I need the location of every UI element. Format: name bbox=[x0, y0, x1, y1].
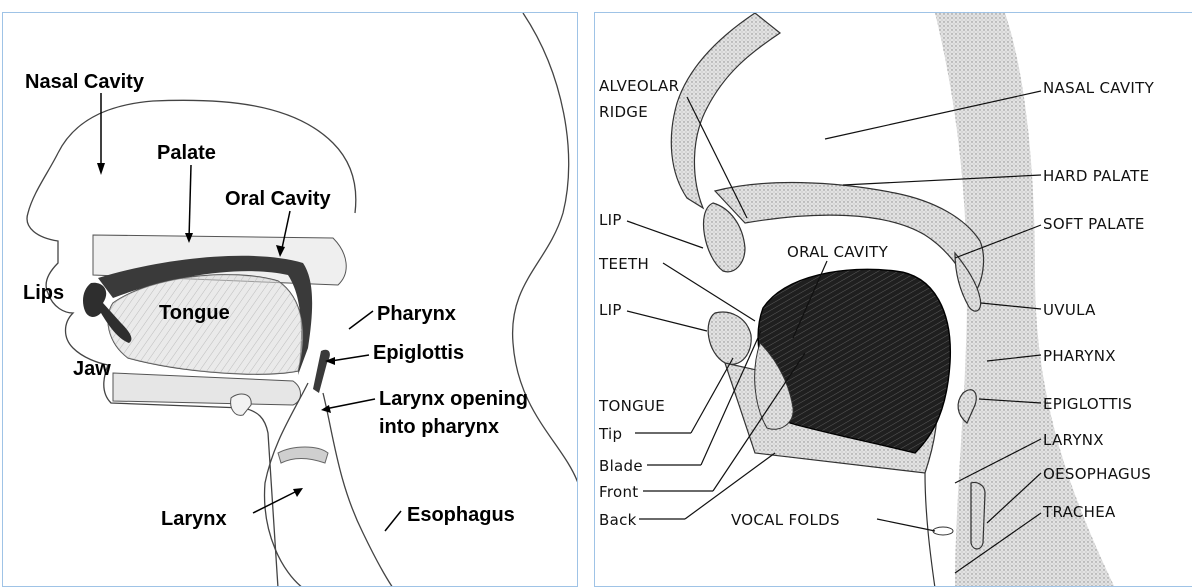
nose-structure bbox=[671, 13, 780, 208]
epiglottis-shape bbox=[313, 350, 330, 393]
label-pharynx: PHARYNX bbox=[1043, 347, 1116, 365]
label-back: Back bbox=[599, 511, 637, 529]
tip-pointer-2 bbox=[691, 358, 733, 433]
larynx-opening-pointer bbox=[325, 399, 375, 409]
label-tongue: Tongue bbox=[159, 302, 230, 324]
label-teeth: TEETH bbox=[598, 255, 649, 273]
label-oesophagus: OESOPHAGUS bbox=[1043, 465, 1151, 483]
jaw-region bbox=[113, 373, 301, 405]
label-larynx-opening-line1: Larynx opening bbox=[379, 388, 528, 410]
vocal-fold-shape bbox=[933, 527, 953, 535]
label-nasal-cavity: Nasal Cavity bbox=[25, 71, 145, 93]
label-lip-lower: LIP bbox=[599, 301, 622, 319]
label-vocal-folds: VOCAL FOLDS bbox=[731, 511, 840, 529]
label-palate: Palate bbox=[157, 142, 216, 164]
left-anatomy-drawing: Nasal Cavity Palate Oral Cavity Lips Ton… bbox=[3, 13, 578, 587]
oesophagus-tube bbox=[971, 482, 985, 549]
label-larynx: LARYNX bbox=[1043, 431, 1104, 449]
label-uvula: UVULA bbox=[1043, 301, 1096, 319]
label-front: Front bbox=[599, 483, 638, 501]
label-trachea: TRACHEA bbox=[1042, 503, 1116, 521]
vocal-folds-pointer bbox=[877, 519, 935, 531]
right-diagram-panel: ALVEOLAR RIDGE NASAL CAVITY HARD PALATE … bbox=[594, 12, 1192, 587]
teeth-pointer bbox=[663, 263, 755, 321]
epiglottis-pointer bbox=[331, 355, 369, 361]
label-oral-cavity: Oral Cavity bbox=[225, 188, 331, 210]
label-lips: Lips bbox=[23, 282, 64, 304]
label-alveolar-line1: ALVEOLAR bbox=[599, 77, 679, 95]
nasal-cavity-arrowhead bbox=[97, 163, 105, 175]
label-nasal-cavity: NASAL CAVITY bbox=[1043, 79, 1155, 97]
label-jaw: Jaw bbox=[73, 358, 111, 380]
label-pharynx: Pharynx bbox=[377, 303, 456, 325]
label-epiglottis: Epiglottis bbox=[373, 342, 464, 364]
palate-pointer bbox=[189, 165, 191, 239]
lip-lower-pointer bbox=[627, 311, 707, 331]
lower-lip-shape bbox=[708, 312, 751, 364]
left-diagram-panel: Nasal Cavity Palate Oral Cavity Lips Ton… bbox=[2, 12, 578, 587]
label-soft-palate: SOFT PALATE bbox=[1043, 215, 1145, 233]
label-esophagus: Esophagus bbox=[407, 504, 515, 526]
label-tongue: TONGUE bbox=[598, 397, 665, 415]
trachea-ring bbox=[278, 447, 328, 463]
label-larynx: Larynx bbox=[161, 508, 227, 530]
neck-back-outline bbox=[513, 13, 578, 483]
lip-upper-pointer bbox=[627, 221, 703, 248]
label-alveolar-line2: RIDGE bbox=[599, 103, 648, 121]
esophagus-pointer bbox=[385, 511, 401, 531]
back-pointer-2 bbox=[685, 453, 775, 519]
label-blade: Blade bbox=[599, 457, 643, 475]
right-anatomy-drawing: ALVEOLAR RIDGE NASAL CAVITY HARD PALATE … bbox=[595, 13, 1192, 587]
label-tip: Tip bbox=[598, 425, 622, 443]
label-larynx-opening-line2: into pharynx bbox=[379, 416, 499, 438]
pharynx-pointer bbox=[349, 311, 373, 329]
hyoid-bone bbox=[231, 394, 252, 415]
label-hard-palate: HARD PALATE bbox=[1043, 167, 1149, 185]
label-lip-upper: LIP bbox=[599, 211, 622, 229]
posterior-tissue bbox=[935, 13, 1115, 587]
label-epiglottis: EPIGLOTTIS bbox=[1043, 395, 1132, 413]
larynx-pointer bbox=[253, 490, 299, 513]
label-oral-cavity: ORAL CAVITY bbox=[787, 243, 889, 261]
